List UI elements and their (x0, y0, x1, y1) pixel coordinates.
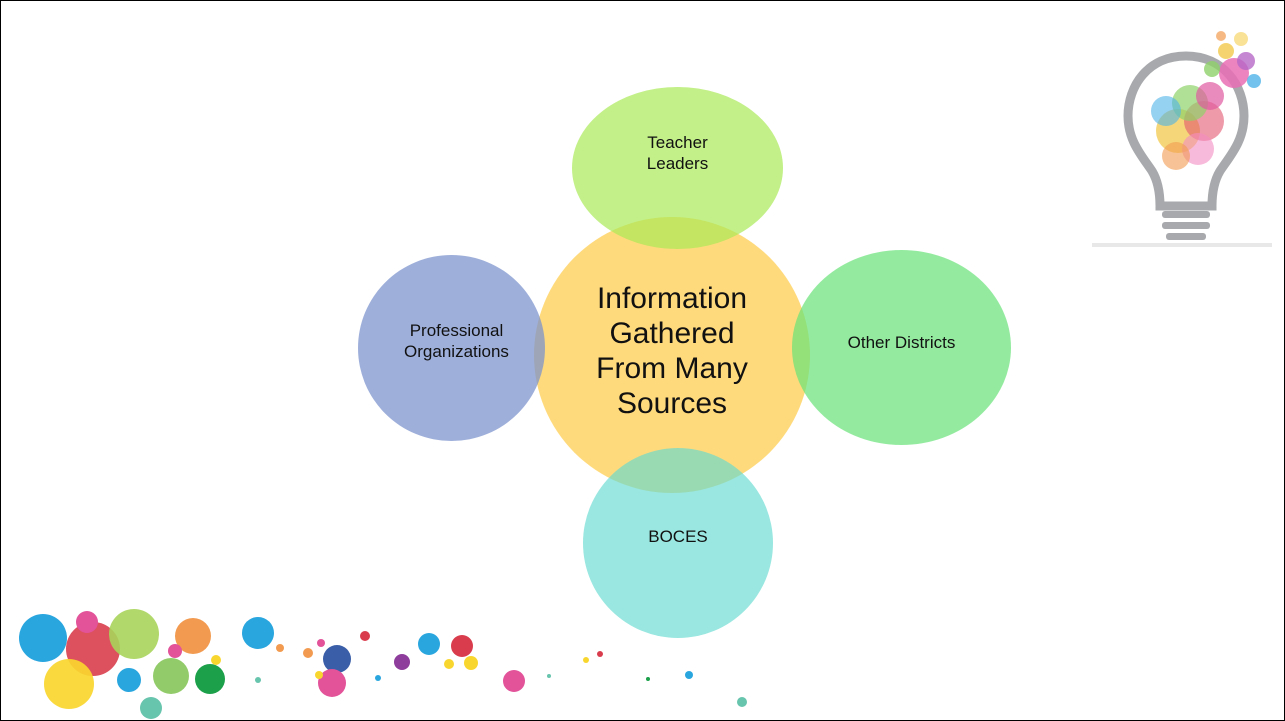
center-label: Information Gathered From Many Sources (596, 281, 748, 421)
boces-label: BOCES (648, 526, 708, 546)
colored-dots-decoration (19, 609, 747, 719)
lightbulb-icon (1092, 31, 1272, 247)
other-districts-circle: Other Districts (792, 250, 1011, 445)
professional-organizations-label: Professional Organizations (404, 321, 509, 361)
center-circle: Information Gathered From Many Sources (534, 217, 810, 493)
boces-circle: BOCES (583, 448, 773, 638)
other-districts-label: Other Districts (847, 333, 956, 353)
teacher-leaders-circle: Teacher Leaders (572, 87, 783, 249)
professional-organizations-circle: Professional Organizations (358, 255, 545, 441)
teacher-leaders-label: Teacher Leaders (646, 133, 709, 173)
